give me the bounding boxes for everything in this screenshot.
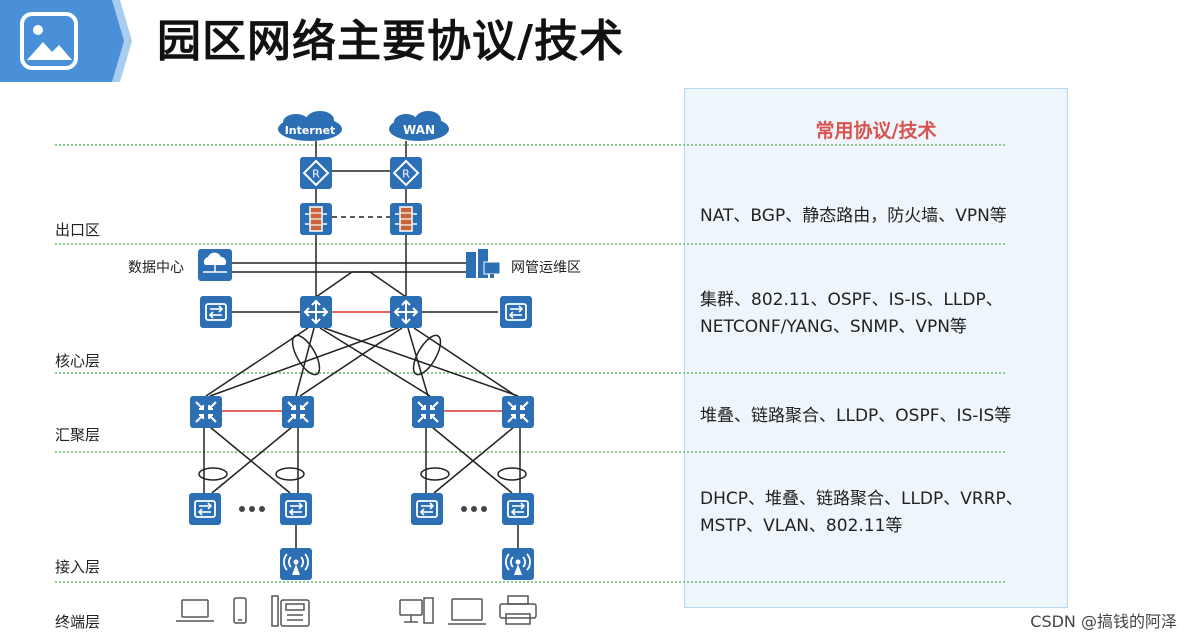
- protocol-panel: [684, 88, 1068, 608]
- datacenter-label: 数据中心: [128, 260, 184, 276]
- printer-icon: [499, 595, 537, 625]
- watermark: CSDN @搞钱的阿泽: [1030, 612, 1177, 631]
- core-switch-icon: [390, 296, 422, 328]
- access-switch-icon: [200, 296, 232, 328]
- wireless-ap-icon: [280, 548, 312, 580]
- access-protocols-line1: DHCP、堆叠、链路聚合、LLDP、VRRP、: [700, 489, 1023, 509]
- page-title: 园区网络主要协议/技术: [157, 16, 625, 67]
- layer-divider: [55, 144, 1005, 146]
- router-icon: [300, 157, 332, 189]
- picture-icon: [20, 12, 78, 70]
- nms-icon: [466, 249, 501, 278]
- exit-protocols: NAT、BGP、静态路由，防火墙、VPN等: [700, 206, 1007, 226]
- aggregation-protocols: 堆叠、链路聚合、LLDP、OSPF、IS-IS等: [700, 406, 1012, 426]
- core-switch-icon: [300, 296, 332, 328]
- laptop-icon: [176, 599, 214, 622]
- access-switch-icon: [502, 493, 534, 525]
- layer-label-core: 核心层: [55, 352, 101, 370]
- core-agg-links: [205, 327, 519, 397]
- aggregation-switch-icon: [412, 396, 444, 428]
- nms-label: 网管运维区: [511, 260, 581, 276]
- exit-links: [315, 141, 407, 297]
- core-protocols-line1: 集群、802.11、OSPF、IS-IS、LLDP、: [700, 290, 1003, 310]
- layer-label-aggregation: 汇聚层: [55, 426, 101, 444]
- access-switch-icon: [280, 493, 312, 525]
- aggregation-switch-icon: [282, 396, 314, 428]
- layer-divider: [55, 581, 1005, 583]
- wireless-ap-icon: [502, 548, 534, 580]
- aggregation-switch-icon: [190, 396, 222, 428]
- core-protocols-line2: NETCONF/YANG、SNMP、VPN等: [700, 317, 967, 337]
- ellipsis-icon: [239, 506, 487, 512]
- access-protocols-line2: MSTP、VLAN、802.11等: [700, 516, 903, 536]
- agg-links: [198, 410, 527, 548]
- internet-label: Internet: [285, 124, 336, 137]
- desktop-icon: [399, 597, 434, 624]
- router-icon: [390, 157, 422, 189]
- layer-divider: [55, 243, 1005, 245]
- layer-label-exit: 出口区: [55, 221, 101, 239]
- monitor-icon: [448, 598, 486, 625]
- firewall-icon: [300, 203, 332, 235]
- panel-header: 常用协议/技术: [815, 120, 937, 142]
- access-switch-icon: [500, 296, 532, 328]
- access-switch-icon: [189, 493, 221, 525]
- layer-divider: [55, 451, 1005, 453]
- aggregation-switch-icon: [502, 396, 534, 428]
- core-links: [230, 262, 498, 313]
- server-icon: [198, 249, 232, 281]
- wan-label: WAN: [403, 123, 435, 137]
- layer-divider: [55, 372, 1005, 374]
- internet-cloud: Internet: [278, 111, 342, 141]
- phone-icon: [233, 597, 247, 624]
- firewall-icon: [390, 203, 422, 235]
- access-switch-icon: [411, 493, 443, 525]
- title-badge: [0, 0, 132, 82]
- layer-label-access: 接入层: [55, 558, 101, 576]
- wan-cloud: WAN: [389, 111, 449, 141]
- ip-phone-icon: [271, 595, 310, 627]
- layer-label-terminal: 终端层: [55, 613, 101, 631]
